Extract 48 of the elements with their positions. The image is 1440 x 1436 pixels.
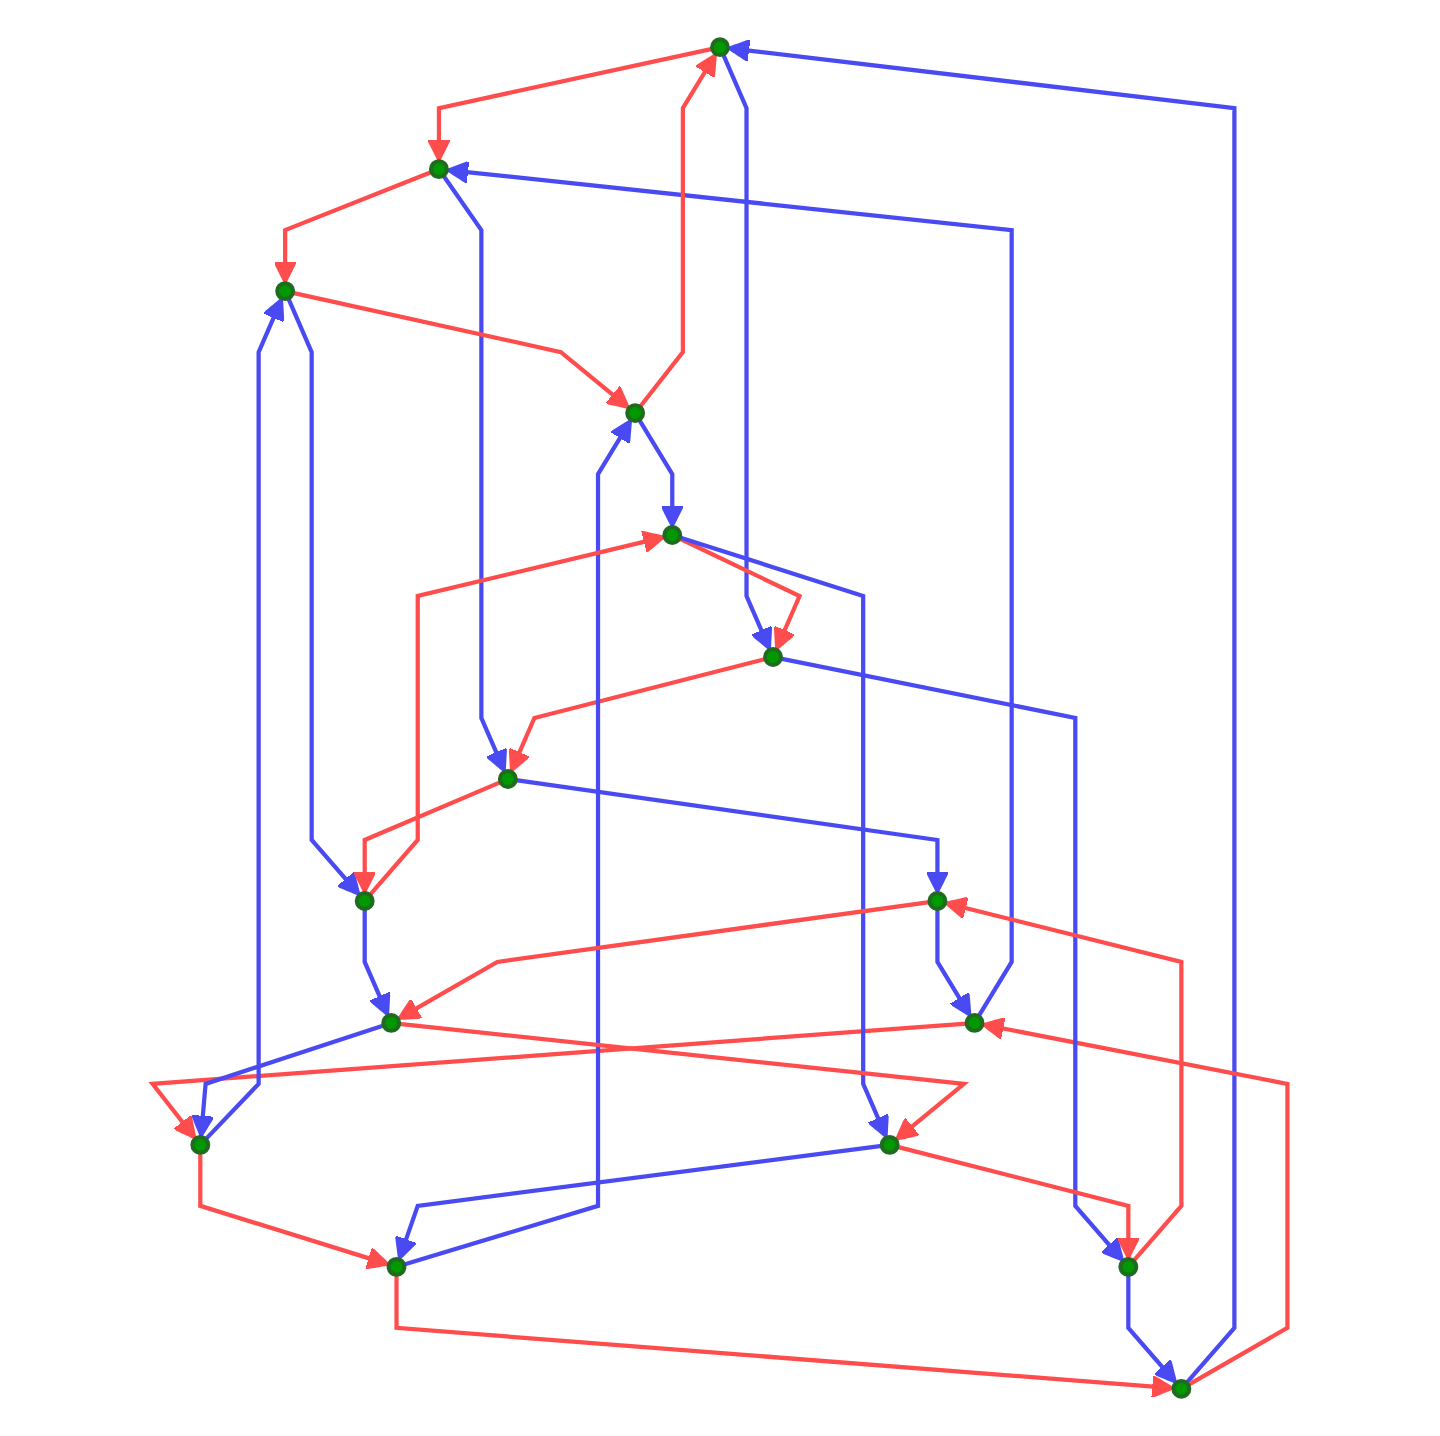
arrow: [508, 656, 766, 773]
arrow: [981, 1017, 1290, 1387]
arrow: [204, 297, 285, 1141]
node-circle: [879, 1134, 900, 1155]
arrow: [397, 899, 930, 1020]
node-circle: [381, 1013, 402, 1033]
arrow: [273, 170, 433, 285]
arrow: [148, 1021, 967, 1140]
node-circle: [354, 891, 375, 911]
arrow: [362, 908, 391, 1017]
arrow: [445, 160, 1014, 1018]
arrow: [427, 46, 713, 163]
node-circle: [386, 1256, 407, 1277]
arrow: [191, 1023, 385, 1139]
arrow: [286, 297, 361, 896]
arrow: [721, 53, 773, 651]
node-circle: [927, 891, 948, 911]
arrow: [441, 174, 508, 773]
arrow: [726, 39, 1237, 1385]
arrow: [395, 1143, 883, 1261]
arrow: [403, 418, 633, 1267]
node-circle: [429, 159, 449, 180]
arrow: [638, 52, 717, 409]
node-circle: [763, 647, 783, 667]
node-circle: [662, 525, 683, 545]
node-circle: [1118, 1256, 1139, 1277]
arrow: [292, 290, 631, 410]
node-circle: [964, 1013, 985, 1033]
arrow: [780, 656, 1125, 1262]
node-circle: [1171, 1378, 1192, 1399]
arrow: [935, 908, 972, 1018]
arrow: [515, 778, 950, 895]
node-circle: [190, 1134, 211, 1155]
arrow: [678, 536, 803, 651]
arrow: [368, 530, 666, 897]
node-circle: [625, 403, 646, 423]
node-circle: [275, 281, 296, 302]
arrow: [394, 1274, 1175, 1399]
arrow: [398, 1021, 970, 1141]
arrow: [896, 1144, 1140, 1260]
arrow: [944, 896, 1184, 1263]
arrow: [679, 535, 889, 1139]
arrow: [637, 418, 684, 529]
node-circle: [497, 769, 518, 789]
node-circle: [710, 37, 730, 58]
arrow: [353, 780, 502, 895]
arrow: [1126, 1274, 1178, 1384]
arrow: [198, 1152, 390, 1270]
